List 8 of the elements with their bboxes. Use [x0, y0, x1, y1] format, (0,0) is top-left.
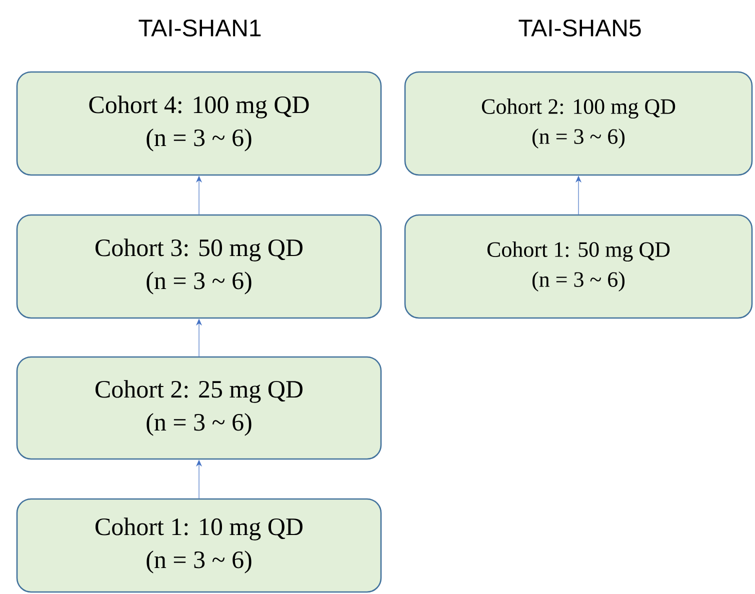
cohort-box: Cohort 1: 10 mg QD (n = 3 ~ 6): [16, 498, 382, 593]
cohort-box: Cohort 1: 50 mg QD (n = 3 ~ 6): [404, 214, 753, 319]
cohort-box: Cohort 2: 25 mg QD (n = 3 ~ 6): [16, 356, 382, 460]
column-heading: TAI-SHAN1: [138, 20, 261, 36]
cohort-box: Cohort 4: 100 mg QD (n = 3 ~ 6): [16, 71, 382, 176]
cohort-box: Cohort 3: 50 mg QD (n = 3 ~ 6): [16, 214, 382, 319]
cohort-box: Cohort 2: 100 mg QD (n = 3 ~ 6): [404, 71, 753, 176]
column-heading: TAI-SHAN5: [518, 20, 641, 36]
